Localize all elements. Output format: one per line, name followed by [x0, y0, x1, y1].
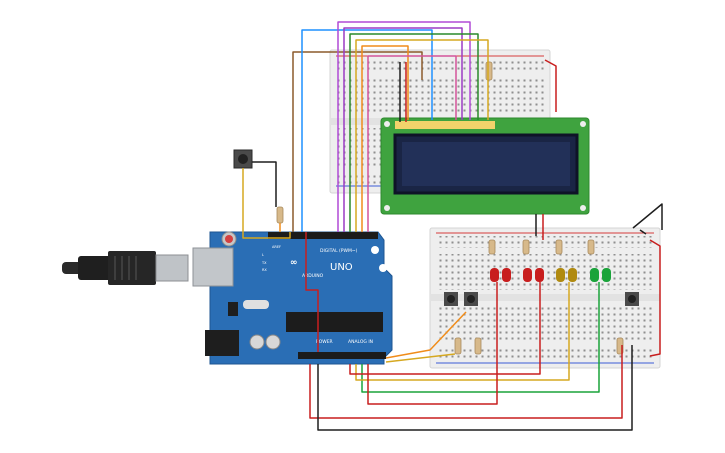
pushbutton-breadboard-1 [444, 292, 458, 306]
aref-label: AREF [272, 245, 281, 249]
led-green-1 [590, 268, 599, 282]
pushbutton-left [233, 149, 253, 169]
digital-header-label: DIGITAL (PWM~) [320, 248, 358, 254]
led-red-2 [502, 268, 511, 282]
led-yellow-1 [556, 268, 565, 282]
pushbutton-breadboard-3 [625, 292, 639, 306]
wires [242, 21, 663, 431]
led-red-4 [535, 268, 544, 282]
tx-label: TX [261, 261, 267, 265]
pushbutton-breadboard-2 [464, 292, 478, 306]
usb-cable [62, 251, 189, 285]
model-label: UNO [330, 262, 353, 273]
led-green-2 [602, 268, 611, 282]
analog-header-label: ANALOG IN [348, 339, 373, 345]
lower-breadboard [429, 227, 661, 369]
led-yellow-2 [568, 268, 577, 282]
led-red-3 [523, 268, 532, 282]
arduino-logo: ∞ [290, 258, 298, 268]
l-led-label: L [262, 253, 264, 257]
power-header-label: POWER [316, 339, 333, 345]
brand-label: ARDUINO [302, 273, 324, 279]
rx-label: RX [262, 268, 267, 272]
arduino-uno-board: ∞ ARDUINO UNO DIGITAL (PWM~) POWER ANALO… [192, 231, 393, 365]
lcd-display [380, 117, 590, 215]
led-red-1 [490, 268, 499, 282]
